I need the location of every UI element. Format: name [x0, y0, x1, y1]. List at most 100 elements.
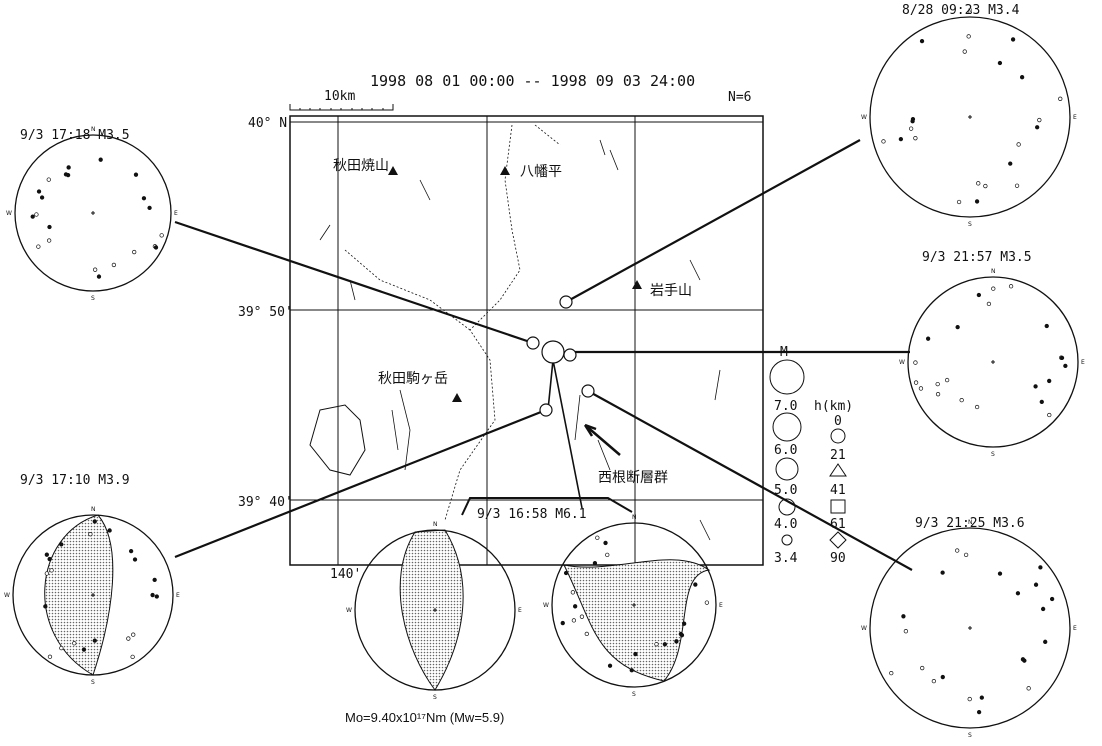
fault-label: 西根断層群	[598, 470, 668, 486]
polarity-marker	[563, 570, 569, 576]
polarity-marker	[133, 172, 139, 177]
scale-label: 10km	[324, 89, 355, 104]
compass-s: S	[968, 221, 972, 228]
polarity-marker	[1049, 596, 1055, 602]
polarity-marker	[898, 136, 904, 142]
compass-w: W	[861, 114, 867, 121]
polarity-marker	[92, 638, 97, 643]
event-marker[interactable]	[541, 340, 565, 364]
polarity-marker	[111, 262, 117, 268]
polarity-marker	[910, 119, 915, 124]
polarity-marker	[1044, 323, 1049, 329]
polarity-marker	[39, 195, 45, 200]
polarity-marker	[881, 139, 886, 144]
polarity-marker	[159, 233, 164, 238]
polarity-marker	[976, 181, 981, 186]
polarity-marker	[901, 614, 906, 619]
polarity-marker	[560, 620, 565, 626]
polarity-marker	[59, 542, 64, 547]
polarity-marker	[693, 582, 698, 587]
polarity-marker	[47, 556, 52, 562]
polarity-marker	[935, 392, 941, 397]
compass-n: N	[968, 8, 973, 15]
polarity-marker	[92, 267, 98, 272]
polarity-marker	[662, 642, 668, 647]
polarity-marker	[935, 381, 940, 387]
event-count: N=6	[728, 90, 751, 105]
polarity-marker	[1014, 183, 1020, 188]
polarity-marker	[955, 324, 960, 330]
polarity-marker	[36, 189, 42, 194]
polarity-marker	[913, 380, 919, 385]
polarity-marker	[940, 674, 945, 680]
polarity-marker	[913, 136, 918, 141]
polarity-marker	[147, 205, 152, 211]
legend-depth-21: 21	[830, 448, 846, 463]
scale-bar	[289, 104, 394, 111]
polarity-marker	[956, 199, 962, 205]
polarity-marker	[571, 618, 577, 623]
legend-mag-6: 6.0	[774, 443, 797, 458]
compass-w: W	[346, 607, 352, 614]
polarity-marker	[36, 244, 41, 249]
polarity-marker	[49, 568, 54, 573]
legend-mag-5: 5.0	[774, 483, 797, 498]
polarity-marker	[913, 360, 918, 365]
polarity-marker	[605, 552, 610, 558]
polarity-marker	[66, 165, 71, 170]
polarity-marker	[132, 249, 137, 255]
map	[289, 115, 764, 566]
polarity-marker	[107, 528, 112, 533]
event-marker[interactable]	[559, 295, 573, 309]
seismic-moment: Mo=9.40x10¹⁷Nm (Mw=5.9)	[345, 710, 504, 725]
polarity-marker	[1022, 658, 1027, 663]
volcano-triangle-icon	[500, 166, 510, 175]
compass-e: E	[174, 210, 178, 217]
polarity-marker	[1047, 378, 1052, 384]
polarity-marker	[1059, 355, 1065, 361]
polarity-marker	[1063, 363, 1068, 368]
volcano-hachimantai: 八幡平	[520, 164, 562, 180]
polarity-marker	[920, 665, 925, 671]
connector-lines	[174, 139, 913, 571]
polarity-marker	[679, 633, 685, 638]
event-marker[interactable]	[563, 348, 577, 362]
polarity-marker	[595, 535, 600, 540]
legend	[769, 359, 847, 549]
polarity-marker	[1033, 582, 1039, 587]
polarity-marker	[607, 663, 613, 668]
volcano-triangle-icon	[452, 393, 462, 402]
legend-depth-90: 90	[830, 551, 846, 566]
polarity-marker	[96, 274, 102, 279]
polarity-marker	[81, 647, 87, 652]
time-range-title: 1998 08 01 00:00 -- 1998 09 03 24:00	[370, 72, 695, 90]
event-marker[interactable]	[526, 336, 540, 350]
polarity-marker	[908, 126, 914, 131]
mechanism-label: 9/3 17:18 M3.5	[20, 128, 130, 143]
polarity-marker	[132, 557, 138, 562]
polarity-marker	[1040, 606, 1046, 612]
compass-e: E	[719, 602, 723, 609]
lat-label-3940: 39° 40'	[238, 495, 293, 510]
event-marker[interactable]	[539, 403, 553, 417]
polarity-marker	[131, 632, 136, 637]
polarity-marker	[974, 199, 980, 204]
polarity-marker	[903, 629, 909, 634]
compass-e: E	[1081, 359, 1085, 366]
polarity-marker	[997, 571, 1003, 576]
compass-w: W	[6, 210, 12, 217]
polarity-marker	[991, 286, 996, 291]
compass-s: S	[968, 732, 972, 739]
polarity-marker	[1035, 125, 1040, 130]
event-marker[interactable]	[581, 384, 595, 398]
polarity-marker	[154, 594, 159, 599]
legend-mag-4: 4.0	[774, 517, 797, 532]
mechanism-label: 9/3 16:58 M6.1	[477, 507, 587, 522]
polarity-marker	[955, 548, 960, 553]
polarity-marker	[1008, 161, 1013, 166]
polarity-marker	[1047, 412, 1052, 418]
